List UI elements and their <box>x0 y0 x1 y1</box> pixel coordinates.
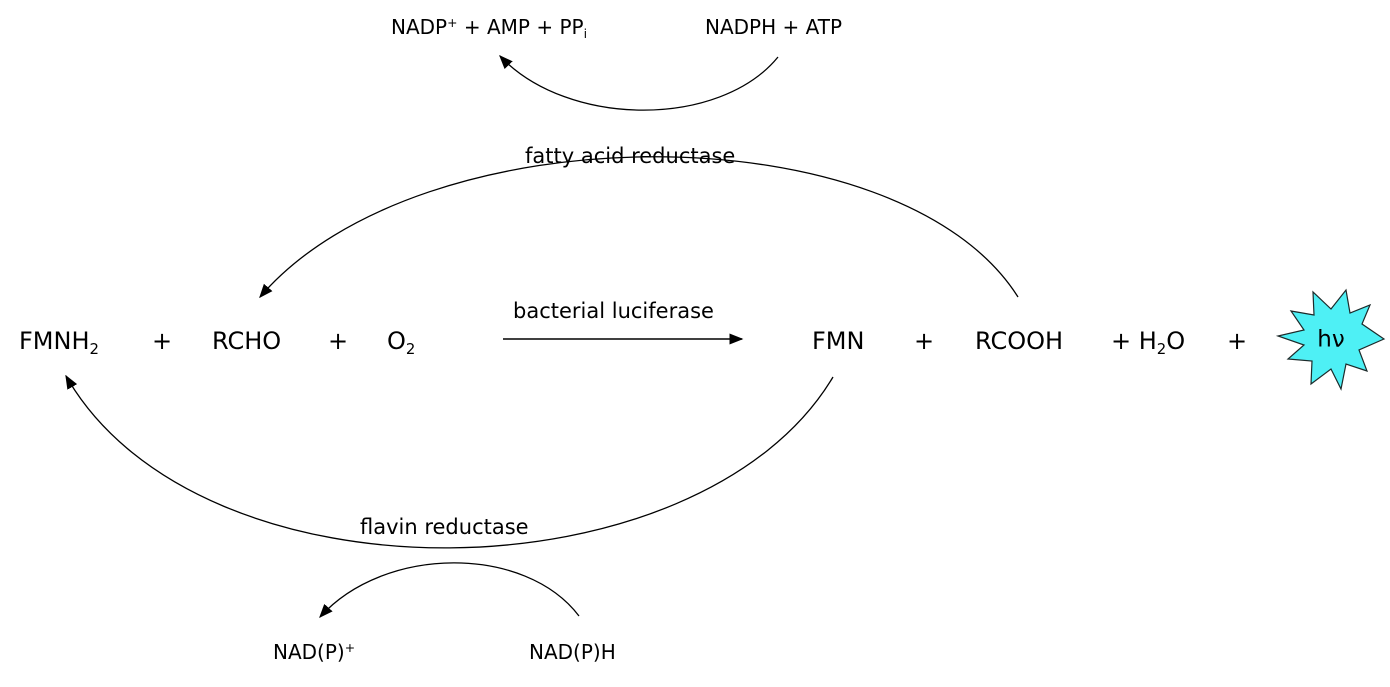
nadph-cofactor-arc <box>499 54 779 111</box>
rcooh-label: RCOOH <box>975 327 1064 355</box>
rcho-label: RCHO <box>212 327 282 355</box>
flavin-reductase-arc <box>65 374 834 549</box>
nadph-label: NAD(P)H <box>529 640 616 664</box>
light-burst-star <box>1275 288 1386 391</box>
plus-sign-4: + <box>1227 327 1248 355</box>
flavin-reductase-label: flavin reductase <box>360 515 529 539</box>
light-hv-label: hν <box>1317 326 1345 353</box>
fatty-acid-reductase-arc <box>259 156 1019 299</box>
fatty-acid-reductase-label: fatty acid reductase <box>525 144 736 168</box>
nadph-flavin-cofactor-arc <box>319 562 580 619</box>
water-label: + H2O <box>1111 327 1186 358</box>
plus-sign-3: + <box>914 327 935 355</box>
plus-sign-1: + <box>152 327 173 355</box>
bacterial-luciferase-label: bacterial luciferase <box>513 299 714 323</box>
nadph-atp-label: NADPH + ATP <box>705 15 843 39</box>
nadp-products-label: NADP+ + AMP + PPi <box>391 15 588 41</box>
oxygen-label: O2 <box>387 327 416 358</box>
nadp-plus-label: NAD(P)+ <box>273 640 356 664</box>
plus-sign-2: + <box>328 327 349 355</box>
fmn-label: FMN <box>812 327 865 355</box>
fmnh2-label: FMNH2 <box>19 327 99 358</box>
